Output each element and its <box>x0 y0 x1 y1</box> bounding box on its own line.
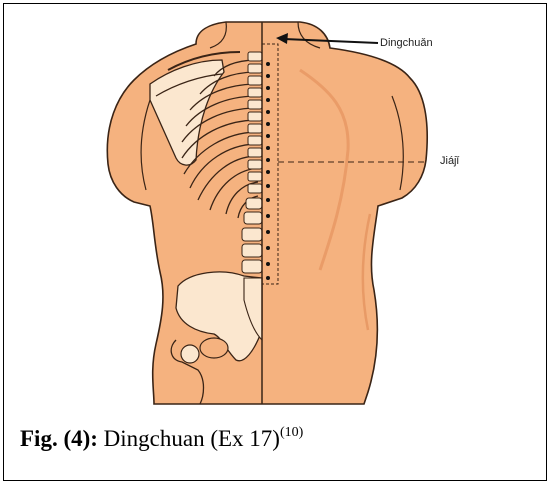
acupoint <box>266 122 270 126</box>
figure-caption: Fig. (4): Dingchuan (Ex 17)(10) <box>20 425 303 452</box>
obturator-foramen <box>200 338 228 358</box>
acupoint <box>266 170 270 174</box>
acupoint <box>266 110 270 114</box>
figure-caption-text: Dingchuan (Ex 17) <box>98 426 280 451</box>
acupoint <box>266 146 270 150</box>
torso-silhouette <box>107 22 427 404</box>
acupoint <box>266 262 270 266</box>
acupoint <box>266 198 270 202</box>
acupoint <box>266 134 270 138</box>
acupoint <box>266 246 270 250</box>
jiaji-label: Jiájǐ <box>440 155 460 167</box>
acupoint <box>266 214 270 218</box>
reference-superscript: (10) <box>280 425 303 440</box>
acupoint <box>266 158 270 162</box>
acupoint <box>266 62 270 66</box>
dingchuan-label: Dingchuǎn <box>380 37 433 49</box>
acupoint <box>266 230 270 234</box>
acupoint <box>266 74 270 78</box>
femoral-head-circle <box>181 345 199 363</box>
acupoint <box>266 98 270 102</box>
acupoint <box>266 184 270 188</box>
figure-number: Fig. (4): <box>20 426 98 451</box>
acupoint <box>266 276 270 280</box>
acupoint <box>266 86 270 90</box>
